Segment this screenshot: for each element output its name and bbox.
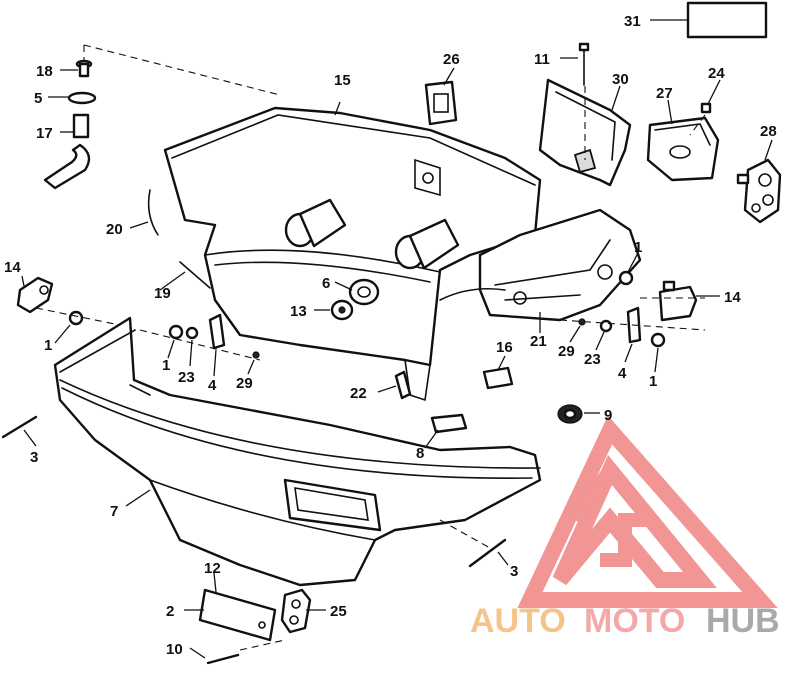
latch-housing-part-27	[646, 116, 720, 182]
callout-23-b: 23	[584, 351, 601, 368]
upper-cowl-part-15	[163, 106, 542, 402]
grommet-part-6	[348, 278, 380, 306]
callout-22: 22	[350, 385, 367, 402]
callout-25: 25	[330, 603, 347, 620]
bushing-part-1-b	[168, 324, 184, 340]
block-part-25	[280, 588, 312, 634]
callout-6: 6	[322, 275, 330, 292]
retainer-part-26	[424, 80, 458, 126]
bushing-part-1-c	[618, 270, 634, 286]
callout-20: 20	[106, 221, 123, 238]
clip-part-22	[394, 370, 412, 400]
grommet-part-13	[330, 299, 354, 321]
callout-1-b: 1	[162, 357, 170, 374]
mounting-bracket-part-21	[439, 208, 642, 322]
callout-29-a: 29	[236, 375, 253, 392]
callout-7: 7	[110, 503, 118, 520]
screw-part-10	[206, 653, 240, 665]
callout-1-a: 1	[44, 337, 52, 354]
watermark-text-moto: MOTO	[584, 602, 685, 640]
callout-1-d: 1	[649, 373, 657, 390]
callout-1-c: 1	[634, 239, 642, 256]
screw-part-3-left	[1, 415, 38, 439]
callout-30: 30	[612, 71, 629, 88]
callout-10: 10	[166, 641, 183, 658]
clamp-part-5	[67, 91, 97, 105]
seal-part-19	[179, 261, 211, 289]
callout-15: 15	[334, 72, 351, 89]
callout-14-left: 14	[4, 259, 21, 276]
callout-14-right: 14	[724, 289, 741, 306]
bushing-part-1-a	[68, 310, 84, 326]
callout-8: 8	[416, 445, 424, 462]
callout-29-b: 29	[558, 343, 575, 360]
label-plate-31	[686, 1, 768, 39]
callout-26: 26	[443, 51, 460, 68]
callout-31: 31	[624, 13, 641, 30]
callout-12: 12	[204, 560, 221, 577]
callout-24: 24	[708, 65, 725, 82]
pad-part-8	[430, 413, 468, 434]
grommet-plate-part-28	[736, 158, 782, 224]
callout-2: 2	[166, 603, 174, 620]
callout-3-left: 3	[30, 449, 38, 466]
callout-28: 28	[760, 123, 777, 140]
callout-13: 13	[290, 303, 307, 320]
seal-part-20	[147, 189, 159, 236]
callout-16: 16	[496, 339, 513, 356]
watermark-text-auto: AUTO	[470, 602, 566, 640]
watermark-text-hub: HUB	[706, 602, 780, 640]
washer-part-23-a	[185, 326, 199, 340]
block-part-16	[482, 366, 514, 390]
callout-5: 5	[34, 90, 42, 107]
hose-part-17	[43, 113, 91, 190]
cover-plate-part-2	[198, 588, 277, 642]
callout-21: 21	[530, 333, 547, 350]
callout-27: 27	[656, 85, 673, 102]
watermark-logo-text: AUTO MOTO HUB	[470, 602, 780, 640]
callout-3-right: 3	[510, 563, 518, 580]
screw-part-3-right	[468, 538, 507, 568]
link-part-4-a	[208, 313, 226, 350]
callout-11: 11	[534, 51, 550, 68]
callout-4-b: 4	[618, 365, 627, 382]
grommet-part-9	[557, 404, 583, 424]
fastener-part-18	[75, 59, 93, 78]
screw-part-29-a	[252, 351, 260, 359]
screw-part-11	[578, 42, 590, 86]
callout-4-a: 4	[208, 377, 217, 394]
linkage-bracket-part-30	[538, 78, 632, 187]
latch-part-14-left	[16, 276, 54, 314]
screw-part-24	[700, 102, 712, 114]
callout-17: 17	[36, 125, 53, 142]
callout-23-a: 23	[178, 369, 195, 386]
callout-18: 18	[36, 63, 53, 80]
bushing-part-1-d	[650, 332, 666, 348]
watermark-logo-triangle	[517, 415, 778, 608]
callout-19: 19	[154, 285, 171, 302]
callout-9: 9	[604, 407, 612, 424]
latch-part-14-right	[658, 280, 698, 322]
lower-cowl-part-7	[53, 316, 542, 587]
